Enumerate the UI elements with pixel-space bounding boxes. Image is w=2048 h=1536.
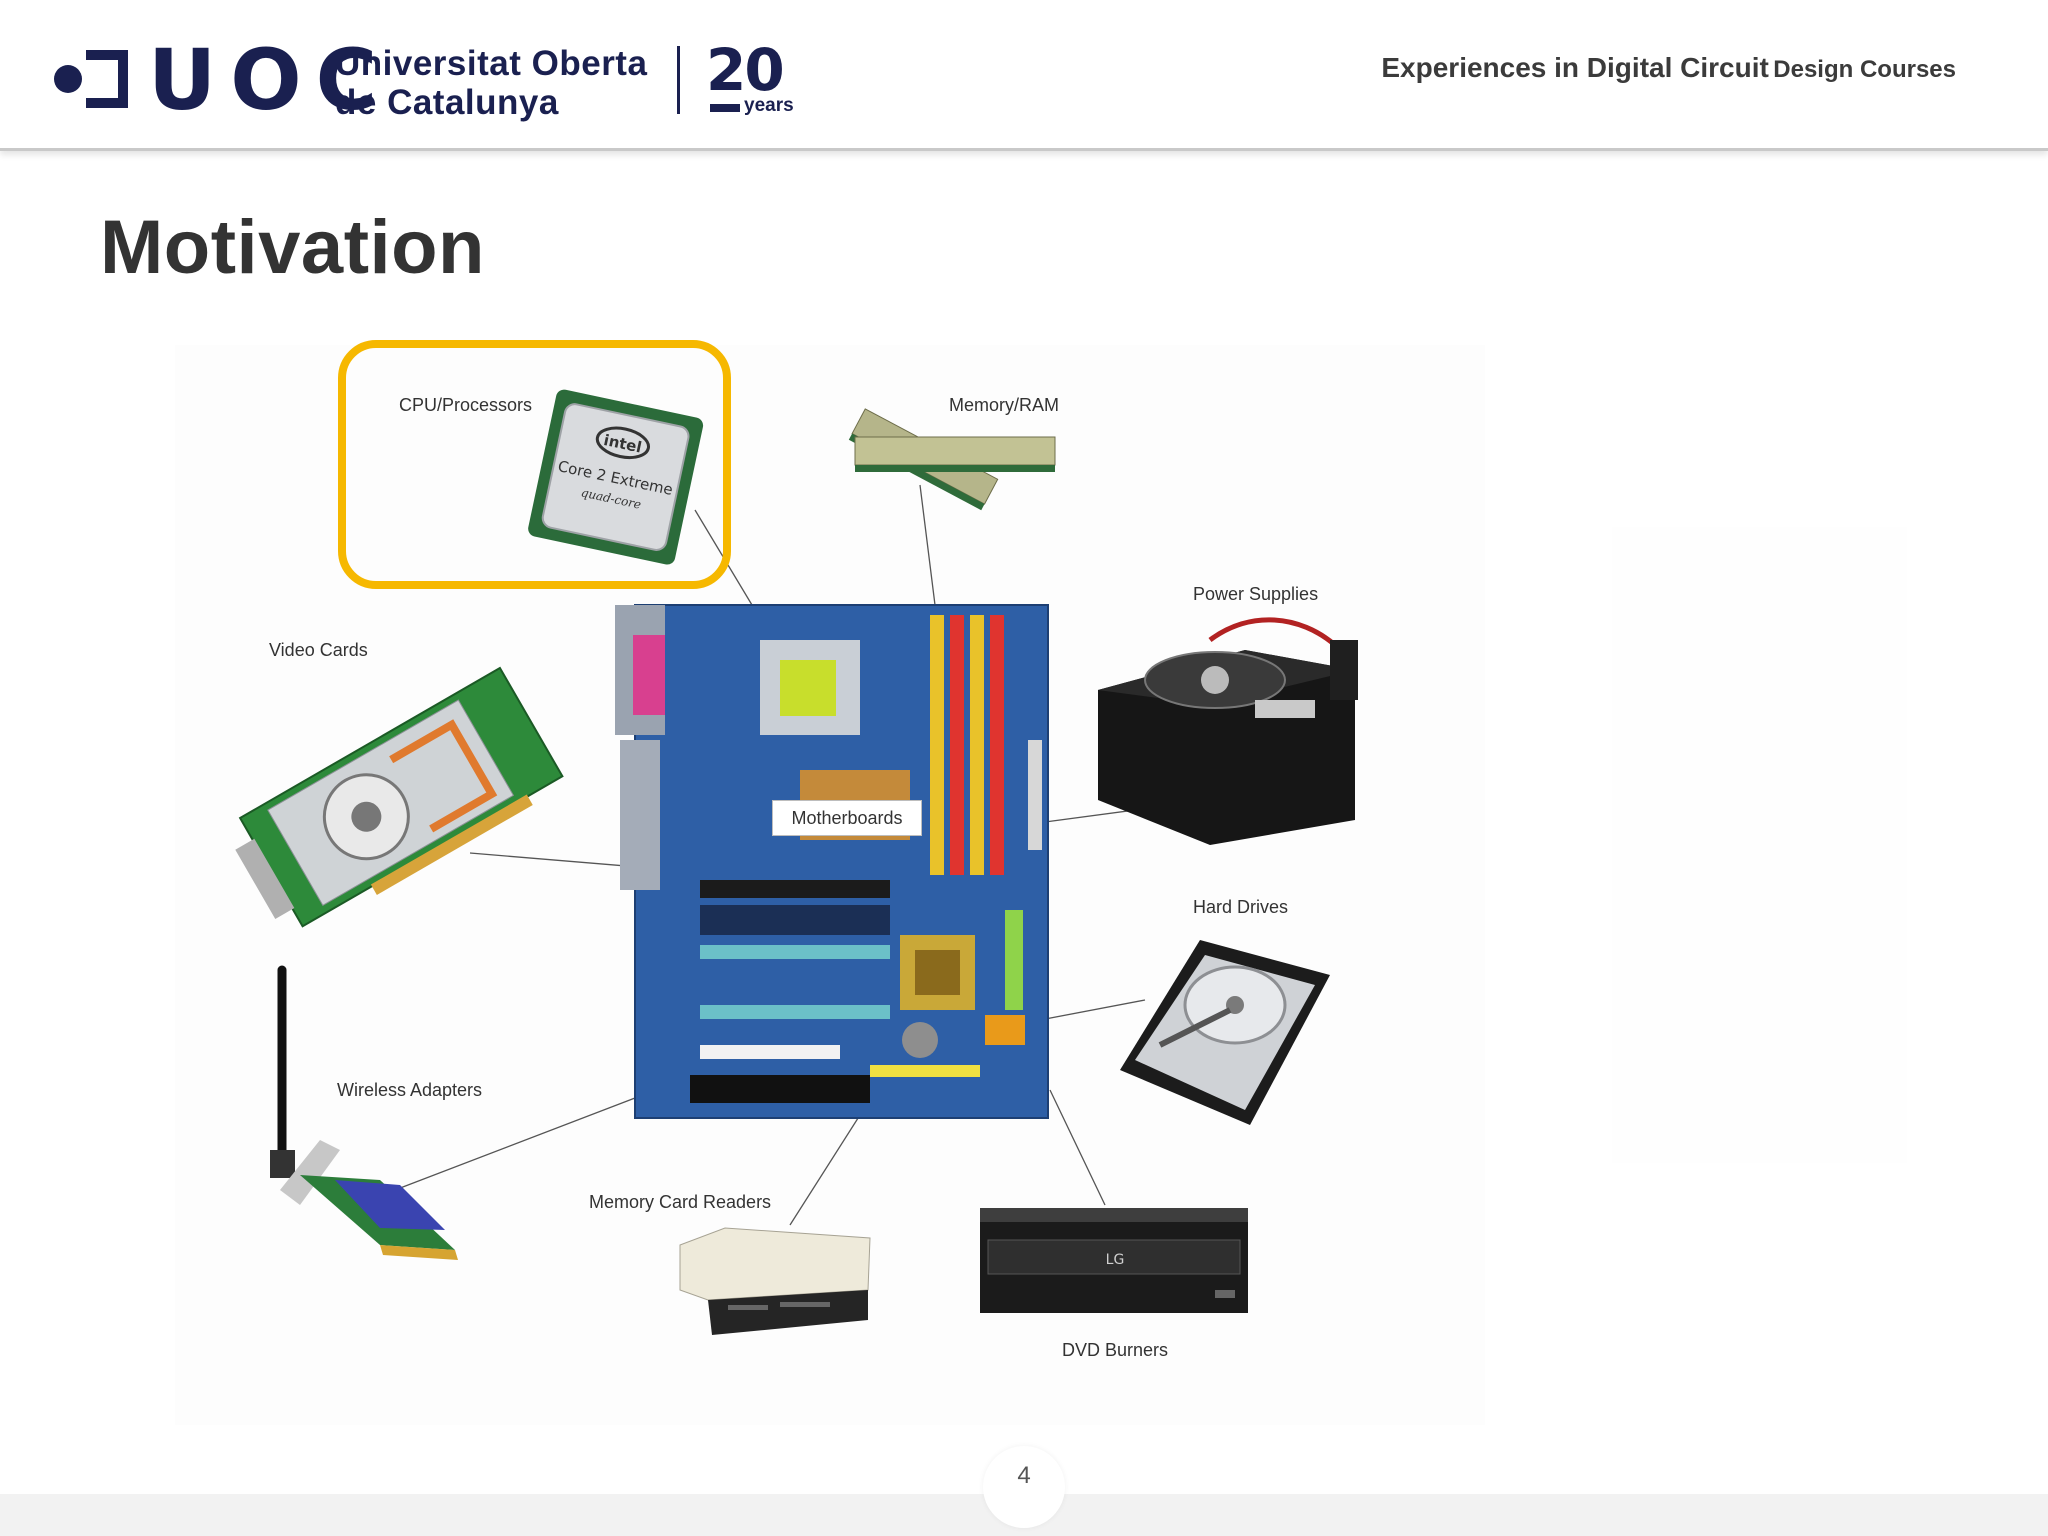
label-memory-card-readers: Memory Card Readers — [589, 1192, 772, 1212]
course-title-sub: Design Courses — [1773, 56, 1956, 83]
label-hard-drives: Hard Drives — [1193, 897, 1289, 917]
connector-wireless — [394, 1097, 636, 1191]
page-number-badge — [983, 1446, 1065, 1528]
logo-divider — [677, 46, 680, 114]
cpu-chip-image: intel Core 2 Extreme quad-core — [528, 389, 704, 565]
dvd-brand: LG — [1106, 1252, 1125, 1268]
connector-hdd — [1039, 999, 1146, 1021]
anniversary-number: 20 — [706, 36, 785, 104]
university-name: Universitat Oberta de Catalunya — [335, 44, 647, 122]
label-motherboards: Motherboards — [772, 800, 922, 836]
university-name-line1: Universitat Oberta — [335, 44, 648, 83]
anniversary-bar — [710, 104, 740, 112]
slide-title: Motivation — [100, 205, 485, 290]
slide-header: UOC Universitat Oberta de Catalunya 20 y… — [0, 0, 2048, 151]
memory-card-reader-image — [679, 1227, 871, 1335]
anniversary-unit: years — [744, 95, 794, 116]
uoc-logo-letters: UOC — [148, 31, 392, 129]
connector-dvd — [1049, 1089, 1106, 1206]
label-cpu-processors: CPU/Processors — [399, 395, 533, 415]
connector-cardreader — [789, 1114, 861, 1226]
video-card-image — [235, 666, 564, 928]
label-power-supplies: Power Supplies — [1193, 584, 1319, 604]
page-number: 4 — [1017, 1462, 1031, 1489]
course-title: Experiences in Digital Circuit Design Co… — [1381, 52, 1956, 84]
connector-memory — [919, 484, 936, 606]
label-dvd-burners: DVD Burners — [1062, 1340, 1169, 1360]
motherboard-image — [615, 604, 1049, 1119]
power-supply-image — [1098, 617, 1358, 845]
label-video-cards: Video Cards — [269, 640, 368, 660]
label-memory-ram: Memory/RAM — [949, 395, 1060, 415]
memory-ram-image — [848, 408, 1056, 511]
hard-drive-image — [1120, 940, 1330, 1125]
label-wireless-adapters: Wireless Adapters — [337, 1080, 483, 1100]
uoc-logo-mark-icon — [54, 50, 128, 108]
wireless-adapter-image — [270, 965, 458, 1260]
university-name-line2: de Catalunya — [335, 83, 559, 122]
anniversary-badge: 20 years — [706, 38, 796, 116]
thinking-figure-panel — [1612, 527, 1907, 1163]
dvd-burner-image: LG — [980, 1208, 1248, 1313]
cpu-highlight-box — [338, 340, 731, 589]
course-title-main: Experiences in Digital Circuit — [1381, 52, 1769, 83]
